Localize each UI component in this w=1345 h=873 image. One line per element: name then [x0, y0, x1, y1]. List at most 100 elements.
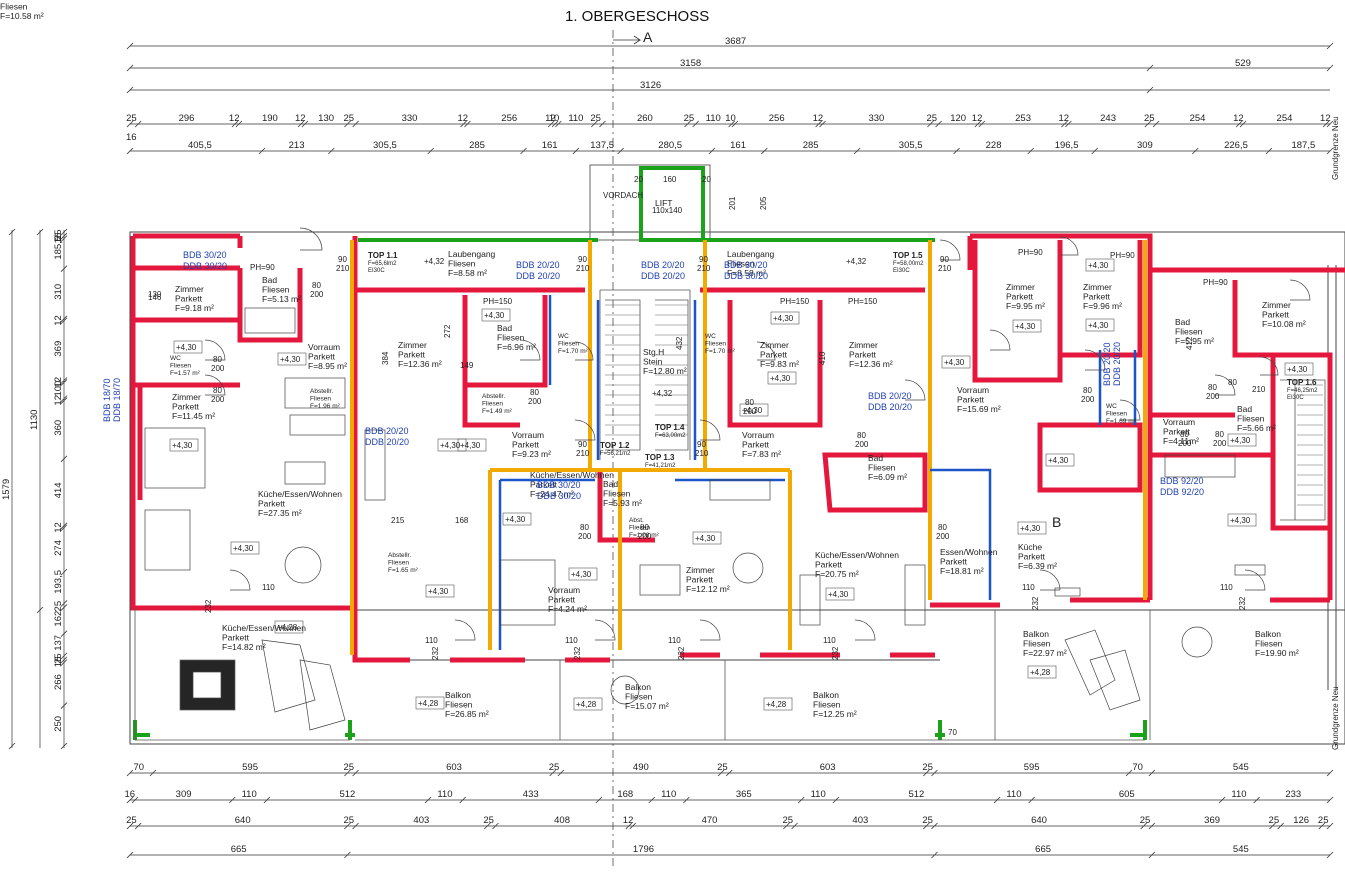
furniture: [144, 307, 1266, 731]
wall-dimension: 432: [675, 336, 684, 350]
room-material: Fliesen: [705, 341, 726, 348]
dim-tick: [815, 120, 822, 128]
room-material: Fliesen: [1106, 411, 1127, 418]
door-swing: [699, 419, 721, 441]
door-dimension: 90: [578, 255, 587, 264]
door-swing: [229, 569, 251, 591]
level-floor: +4,30: [773, 314, 794, 323]
dim-row4-value: 190: [262, 113, 278, 124]
room-name: Vorraum: [308, 342, 340, 352]
room-material: Parkett: [940, 557, 968, 567]
dim-tick: [1253, 796, 1260, 804]
room-name: Essen/Wohnen: [940, 547, 998, 557]
level-box: [1227, 513, 1257, 527]
dim-tick: [60, 568, 68, 576]
door-swing: [574, 419, 596, 441]
level-floor: +4,30: [828, 590, 849, 599]
door-dimension: 80: [1215, 430, 1224, 439]
section-mark-a: A: [643, 29, 653, 45]
dim-tick: [36, 228, 44, 236]
wall-dimension: 232: [204, 599, 213, 613]
room-area: F=12.36 m²: [398, 359, 442, 369]
dim-row5-value: 196,5: [1055, 140, 1079, 151]
dim-left-value: 310: [53, 284, 64, 300]
dim-tick: [344, 769, 351, 777]
door-dimension: 200: [1213, 439, 1227, 448]
bdb-label: DDB 30/20: [724, 271, 768, 281]
bdb-label: DDB 92/20: [1160, 487, 1204, 497]
door-dimension: PH=90: [1018, 248, 1043, 257]
room-material: Fliesen: [497, 333, 525, 343]
dim-bottom-value: 16: [125, 789, 136, 800]
room-area: F=6.39 m²: [1018, 561, 1057, 571]
dim-bottom-value: 545: [1233, 844, 1249, 855]
dim-row3: 3126: [640, 80, 661, 91]
dim-bottom-value: 545: [1233, 762, 1249, 773]
dim-tick: [832, 796, 840, 804]
room-area: F=5.95 m²: [1175, 336, 1214, 346]
dim-tick: [60, 604, 68, 611]
dim-tick: [853, 147, 861, 155]
room-area: F=12.25 m²: [813, 709, 857, 719]
door-dimension: 80: [530, 388, 539, 397]
room-area: F=5.13 m²: [262, 294, 301, 304]
level-box: [1017, 521, 1047, 535]
dim-tick: [60, 265, 68, 272]
dim-bottom-value: 25: [343, 815, 354, 826]
level-floor: +4,30: [1048, 456, 1069, 465]
door-dimension: 80: [938, 523, 947, 532]
room-material: Fliesen: [262, 285, 290, 295]
dim-bottom-value: 25: [549, 762, 560, 773]
dim-row5-value: 405,5: [188, 140, 212, 151]
dim-tick: [492, 822, 499, 830]
wall-dimension: 232: [573, 646, 582, 660]
dim-row4-value: 243: [1100, 113, 1116, 124]
party-walls: [350, 240, 1147, 655]
bdb-label: BDB 20/20: [868, 391, 912, 401]
level-floor: +4,30: [440, 441, 461, 450]
room-area: F=1.96 m²: [310, 403, 341, 410]
top-name: TOP 1.4: [655, 423, 685, 432]
dim-tick: [126, 796, 134, 804]
door-dimension: 110: [565, 636, 578, 645]
dim-left-value: 162: [53, 611, 64, 627]
dim-tick: [993, 796, 1001, 804]
dim-tick: [231, 120, 239, 128]
dim-row5-value: 226,5: [1224, 140, 1248, 151]
dim-tick: [1326, 42, 1334, 50]
door-dimension: 80: [1180, 430, 1189, 439]
top-name: TOP 1.2: [600, 441, 630, 450]
room-material: Parkett: [172, 402, 200, 412]
lift-shaft: [639, 166, 705, 242]
border-label-bottom: Grundgrenze Neu: [1331, 686, 1340, 750]
door-dimension: 210: [697, 264, 711, 273]
level-floor: +4,30: [172, 441, 193, 450]
dim-row5-value: 285: [803, 140, 819, 151]
door-dimension: PH=90: [250, 263, 275, 272]
dim-row4-value: 25: [344, 113, 355, 124]
dim-tick: [617, 147, 624, 155]
bdb-label: DDB 20/20: [1112, 342, 1122, 386]
room-name: Vorraum: [742, 430, 774, 440]
room-area: F=4.11m²: [1163, 436, 1199, 446]
door-swing: [854, 619, 876, 641]
level-floor: +4,30: [1020, 524, 1041, 533]
dim-tick: [149, 769, 157, 777]
dim-tick: [228, 796, 236, 804]
door-dimension: 80: [640, 523, 649, 532]
vordach-label: VORDACH: [603, 191, 643, 200]
dim-tick: [931, 851, 938, 859]
dim-tick: [520, 147, 527, 155]
dim-tick: [1148, 851, 1156, 859]
wall-dimension: 410: [818, 351, 827, 365]
room-area: F=26.85 m²: [445, 709, 489, 719]
dim-tick: [953, 147, 960, 155]
room-area: F=12.36 m²: [849, 359, 893, 369]
room-area: F=12.12 m²: [686, 584, 730, 594]
door-dimension: 110: [425, 636, 438, 645]
bdb-label: DDB 18/70: [112, 378, 122, 422]
dim-bottom-value: 110: [242, 789, 257, 800]
dim-row4-value: 256: [769, 113, 785, 124]
room-material: Parkett: [815, 560, 843, 570]
dim-bottom-value: 1796: [633, 844, 654, 855]
